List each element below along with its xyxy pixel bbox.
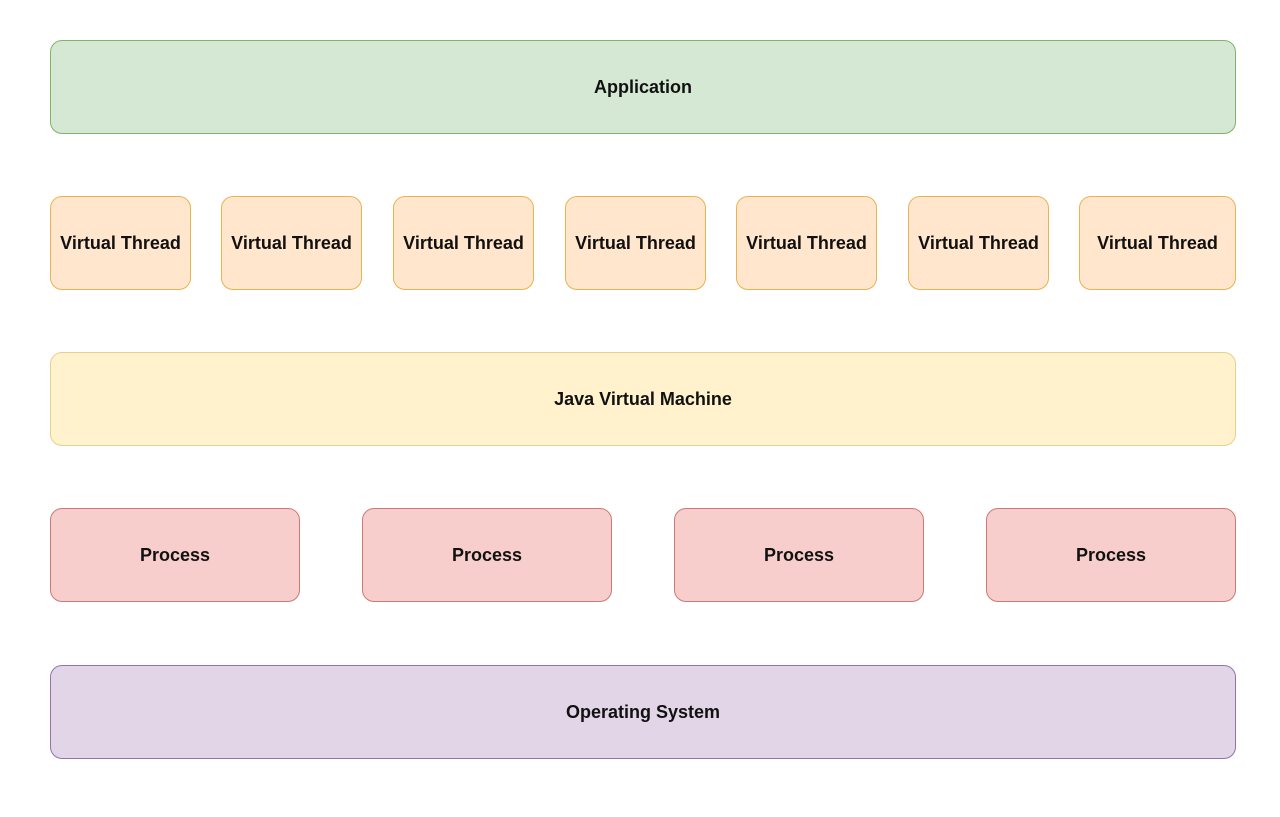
process-box: Process — [50, 508, 300, 602]
process-box: Process — [986, 508, 1236, 602]
virtual-thread-box: Virtual Thread — [1079, 196, 1236, 290]
virtual-thread-box: Virtual Thread — [565, 196, 706, 290]
virtual-thread-box: Virtual Thread — [736, 196, 877, 290]
process-box: Process — [362, 508, 612, 602]
operating-system-layer: Operating System — [50, 665, 1236, 759]
virtual-thread-box: Virtual Thread — [221, 196, 362, 290]
virtual-thread-box: Virtual Thread — [908, 196, 1049, 290]
java-virtual-machine-layer: Java Virtual Machine — [50, 352, 1236, 446]
process-box: Process — [674, 508, 924, 602]
virtual-thread-box: Virtual Thread — [50, 196, 191, 290]
virtual-thread-box: Virtual Thread — [393, 196, 534, 290]
application-layer: Application — [50, 40, 1236, 134]
